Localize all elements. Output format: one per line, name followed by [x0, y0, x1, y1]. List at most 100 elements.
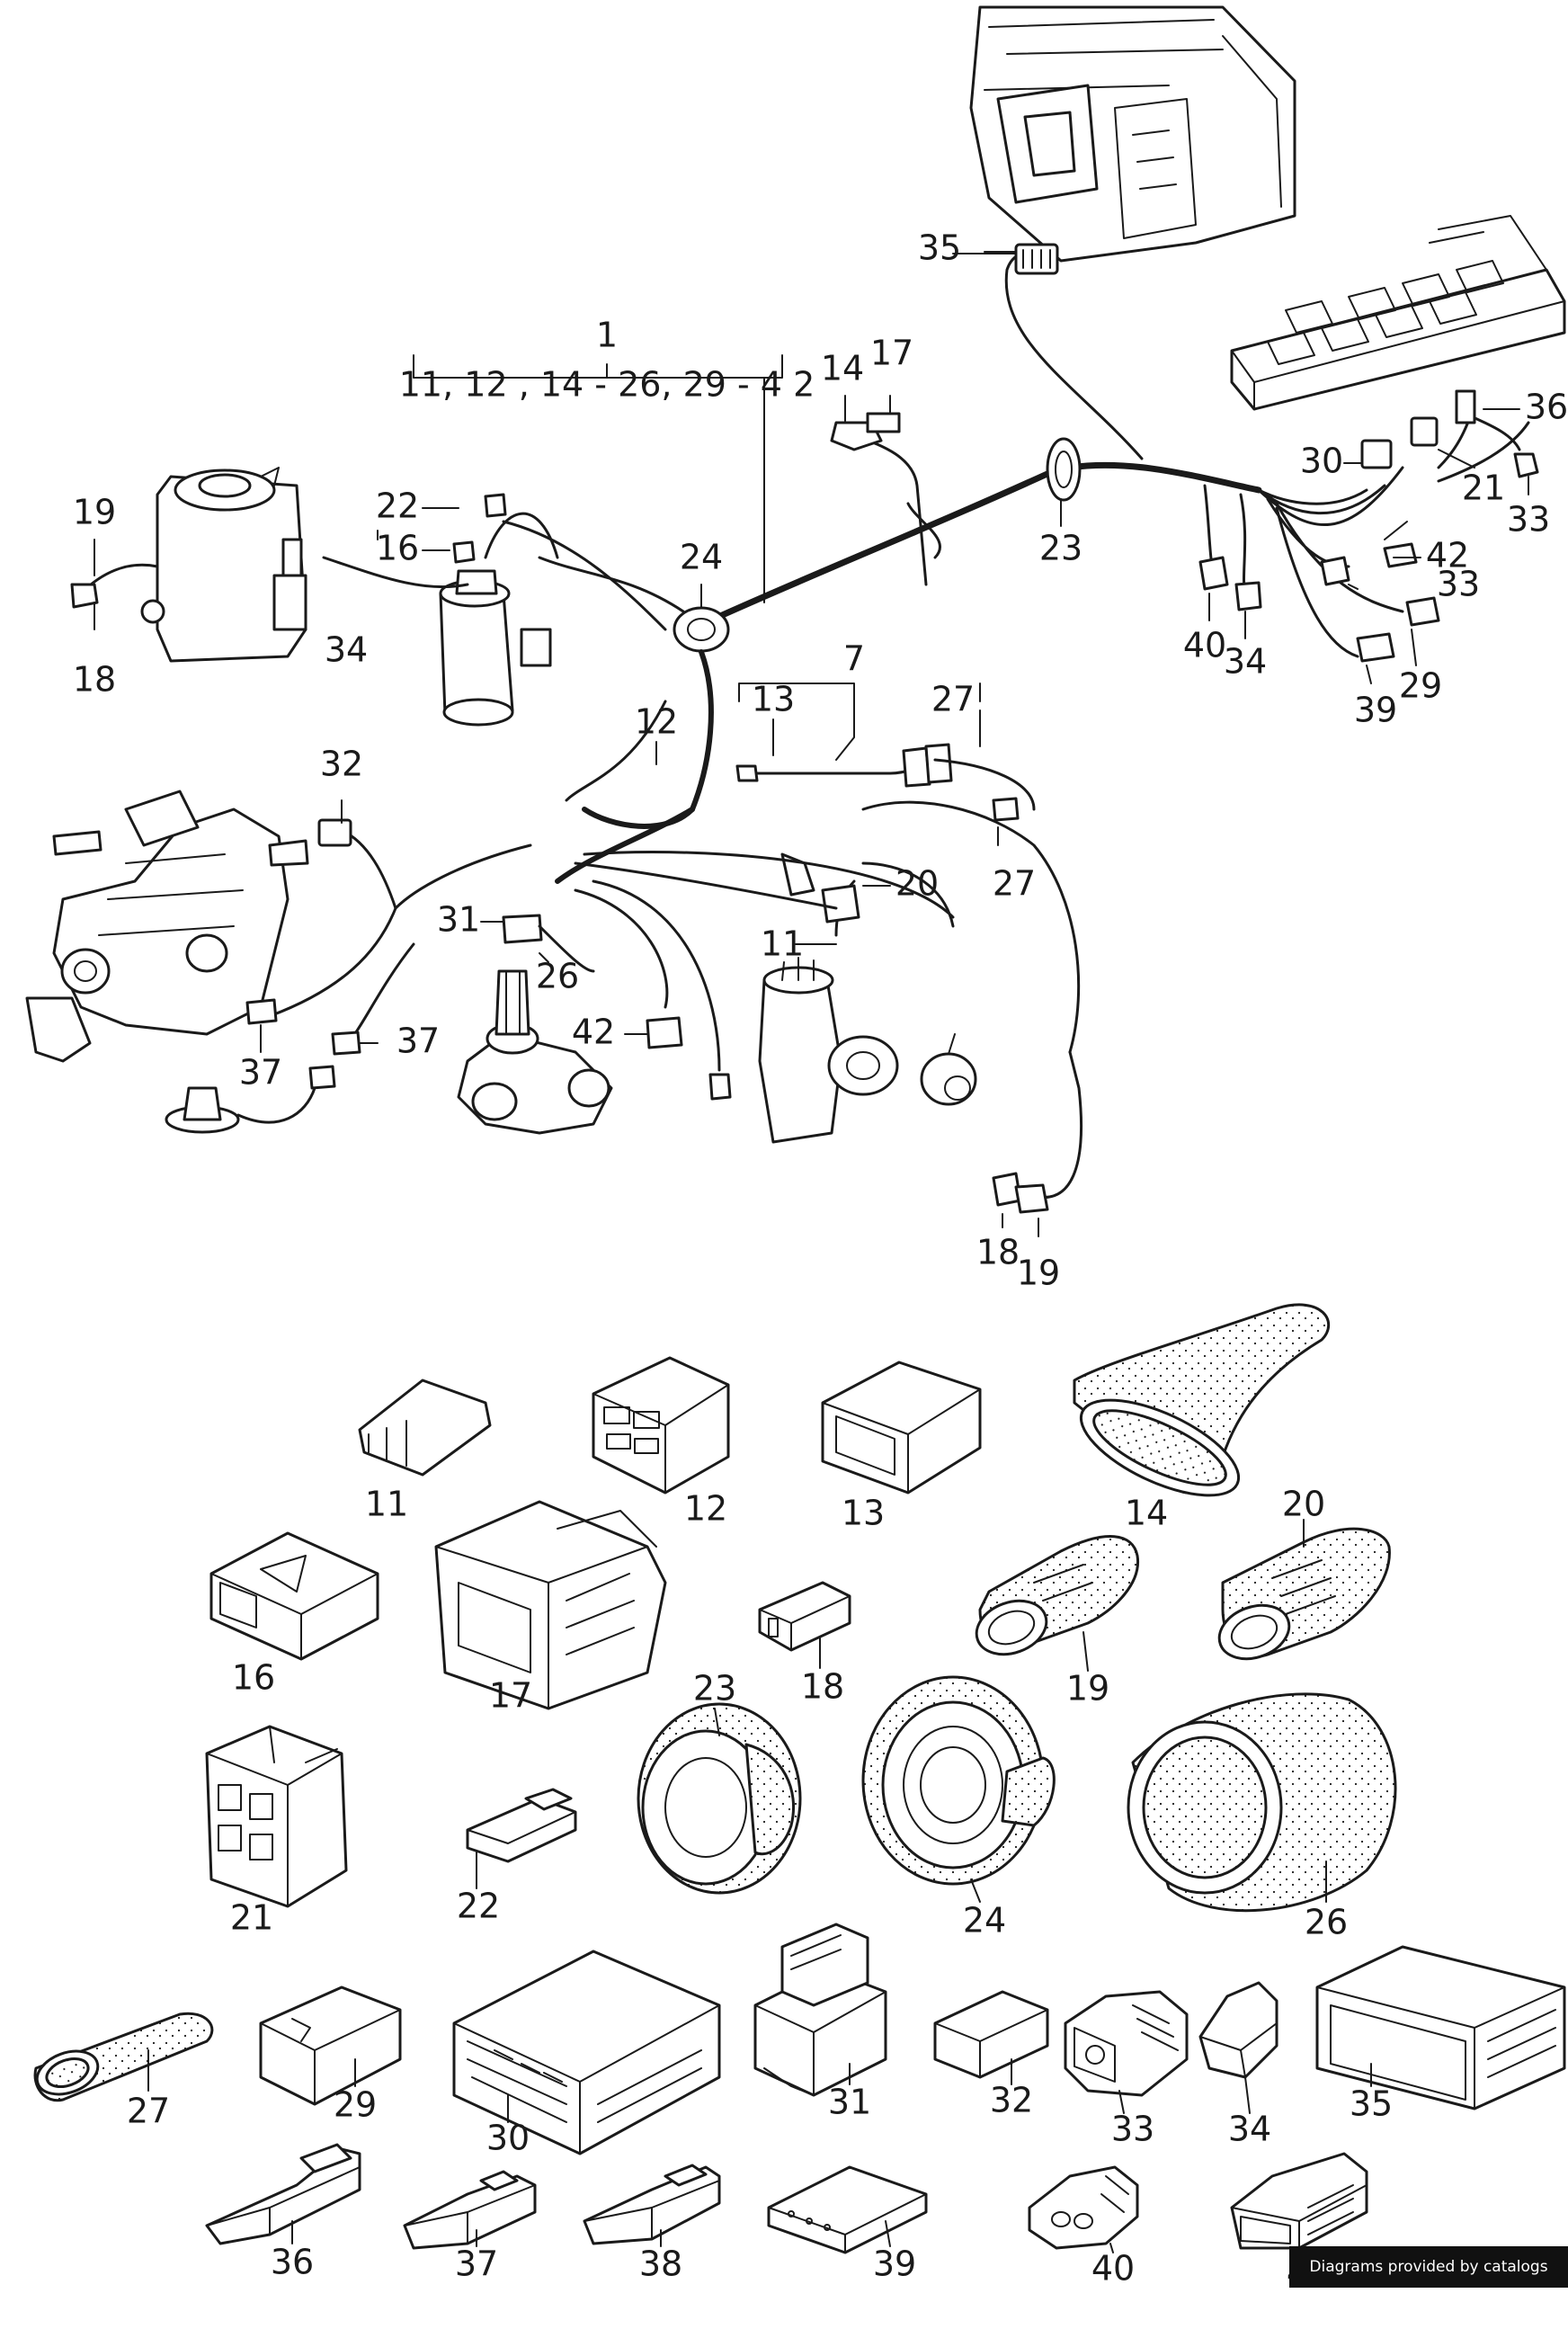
idle-sensor — [861, 800, 1082, 1214]
catalog-label-23: 23 — [693, 1669, 736, 1709]
callout-32-top: 32 — [320, 745, 363, 784]
assembly-view: 1 11, 12 , 14 - 26, 29 - 4 2 7 35 14 17 … — [25, 5, 1568, 1293]
part-11: 11 — [358, 1379, 492, 1524]
lower-wires — [574, 851, 955, 1101]
part-21: 21 — [205, 1725, 348, 1938]
callout-23-top: 23 — [1039, 529, 1082, 568]
ignition-coil — [322, 493, 685, 727]
callout-24-top: 24 — [680, 538, 723, 577]
callout-34-top: 34 — [325, 630, 368, 670]
catalog-label-34: 34 — [1228, 2110, 1271, 2149]
callout-11-top: 11 — [761, 924, 804, 964]
catalog-label-13: 13 — [842, 1494, 885, 1533]
callout-27-top: 27 — [931, 680, 975, 719]
catalog-label-36: 36 — [271, 2243, 314, 2282]
callout-35-top: 35 — [918, 228, 961, 268]
callout-21-top: 21 — [1462, 468, 1505, 508]
callout-37-right: 37 — [396, 1022, 440, 1061]
callout-33-top-right: 33 — [1507, 500, 1550, 540]
catalog-label-27: 27 — [127, 2092, 170, 2131]
upper-leader-lines — [94, 251, 1529, 1237]
callout-40-top: 40 — [1183, 626, 1226, 665]
callout-31-top: 31 — [437, 900, 480, 940]
callout-17-top: 17 — [870, 334, 913, 373]
part-35: 35 — [1315, 1945, 1566, 2124]
callout-36-top: 36 — [1525, 388, 1568, 427]
callout-26-top: 26 — [536, 957, 579, 996]
part-17: 17 — [434, 1500, 667, 1716]
catalog-label-19: 19 — [1066, 1669, 1109, 1709]
catalog-label-32: 32 — [990, 2081, 1033, 2120]
part-29: 29 — [259, 1985, 402, 2125]
coolant-flange — [457, 914, 613, 1135]
catalog-label-38: 38 — [639, 2244, 682, 2284]
callout-27-mid: 27 — [993, 864, 1036, 904]
instrument-cluster — [969, 5, 1296, 263]
subset-harness-7 — [735, 743, 1036, 822]
part-16: 16 — [209, 1531, 379, 1698]
catalog-label-16: 16 — [232, 1658, 275, 1698]
callout-18-top: 18 — [73, 660, 116, 700]
callout-34-mid: 34 — [1224, 642, 1267, 682]
label-harness-number: 1 — [596, 316, 618, 355]
catalog-label-30: 30 — [486, 2119, 530, 2158]
part-24: 24 — [861, 1675, 1056, 1941]
part-37: 37 — [403, 2170, 537, 2284]
catalog-label-17: 17 — [489, 1676, 532, 1716]
catalog-label-40: 40 — [1091, 2249, 1135, 2289]
part-26: 26 — [1127, 1692, 1397, 1942]
callout-19-bottom: 19 — [1017, 1254, 1060, 1293]
part-36: 36 — [205, 2143, 361, 2282]
part-19: 19 — [975, 1535, 1140, 1709]
parts-catalog: 11 12 13 14 20 — [33, 1303, 1566, 2289]
part-12: 12 — [592, 1356, 730, 1529]
callout-13-top: 13 — [752, 680, 795, 719]
upper-labels: 1 11, 12 , 14 - 26, 29 - 4 2 7 35 14 17 … — [73, 228, 1568, 1293]
part-38: 38 — [583, 2164, 721, 2284]
relay-panel — [1230, 215, 1566, 411]
part-30: 30 — [452, 1950, 721, 2158]
part-18: 18 — [758, 1581, 851, 1707]
label-harness-range: 11, 12 , 14 - 26, 29 - 4 2 — [399, 365, 815, 405]
callout-42-mid: 42 — [572, 1013, 615, 1052]
callout-19-top: 19 — [73, 493, 116, 532]
catalog-label-24: 24 — [963, 1901, 1006, 1941]
catalog-label-29: 29 — [334, 2085, 377, 2125]
callout-18-bottom: 18 — [976, 1233, 1020, 1272]
grommet-24 — [555, 606, 730, 884]
distributor — [758, 852, 955, 1144]
callout-16-top: 16 — [376, 529, 419, 568]
catalog-label-35: 35 — [1350, 2084, 1393, 2124]
part-40: 40 — [1028, 2165, 1139, 2289]
callout-42-top: 42 — [1426, 536, 1469, 576]
catalog-label-20: 20 — [1282, 1485, 1325, 1524]
part-33: 33 — [1064, 1990, 1189, 2149]
part-23: 23 — [637, 1669, 802, 1895]
callout-14-top: 14 — [821, 349, 864, 388]
catalog-label-14: 14 — [1125, 1494, 1168, 1533]
part-20: 20 — [1217, 1485, 1391, 1661]
callout-20-top: 20 — [895, 864, 939, 904]
callout-39-top: 39 — [1354, 691, 1397, 730]
part-14: 14 — [1073, 1303, 1331, 1533]
callout-29-top: 29 — [1399, 666, 1442, 706]
catalog-label-37: 37 — [455, 2244, 498, 2284]
callout-37-left: 37 — [239, 1053, 282, 1093]
catalog-label-12: 12 — [684, 1489, 727, 1529]
carburetor — [25, 790, 532, 1063]
watermark-banner: Diagrams provided by catalogs parts — [1289, 2246, 1568, 2317]
part-31: 31 — [753, 1923, 887, 2122]
catalog-label-18: 18 — [801, 1667, 844, 1707]
catalog-label-21: 21 — [230, 1898, 273, 1938]
catalog-label-11: 11 — [365, 1485, 408, 1524]
part-34: 34 — [1198, 1981, 1278, 2149]
upper-connectors — [830, 243, 1539, 663]
part-27: 27 — [33, 2012, 214, 2131]
catalog-label-26: 26 — [1305, 1903, 1348, 1942]
part-13: 13 — [821, 1361, 982, 1533]
label-subset-number: 7 — [843, 639, 865, 679]
callout-30-top: 30 — [1300, 442, 1343, 481]
part-32: 32 — [933, 1990, 1049, 2120]
callout-22-top: 22 — [376, 486, 419, 526]
